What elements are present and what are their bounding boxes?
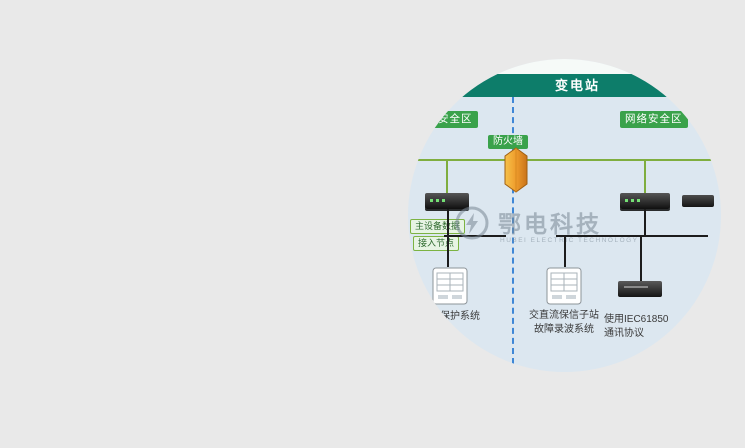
device-label-middle-line1: 交直流保信子站 <box>529 310 599 321</box>
green-backbone-line <box>408 159 721 161</box>
watermark-subtitle: HUBEI ELECTRIC TECHNOLOGY <box>500 237 639 244</box>
partial-device-edge <box>682 195 714 207</box>
firewall-icon <box>503 147 529 198</box>
substation-title: 变电站 <box>554 78 600 93</box>
black-bus-left <box>444 235 506 237</box>
diagram-circle: 变电站 网络安全区 网络安全区 防火墙 <box>408 59 721 372</box>
device-label-right-line2: 通讯协议 <box>604 328 644 339</box>
circle-top-cap <box>408 59 721 74</box>
green-drop-right <box>644 161 646 193</box>
protection-relay-icon-middle <box>546 267 582 310</box>
security-zone-divider-dashed-line <box>512 97 514 364</box>
device-label-middle-line2: 故障录波系统 <box>534 324 594 335</box>
switch-leds <box>625 199 628 202</box>
black-line-left-vertical <box>447 209 449 267</box>
network-switch-icon-left <box>425 193 469 209</box>
zone-label-right: 网络安全区 <box>620 111 688 128</box>
access-node-label-line2: 接入节点 <box>413 236 460 251</box>
zone-label-left: 网络安全区 <box>410 111 478 128</box>
network-switch-icon-right <box>620 193 670 209</box>
device-label-left: 继电保护系统 <box>420 311 480 322</box>
black-drop-server <box>640 235 642 281</box>
server-slot <box>624 286 648 288</box>
device-label-right-line1: 使用IEC61850 <box>604 314 669 325</box>
black-bus-right <box>556 235 708 237</box>
black-line-right-vertical <box>644 209 646 236</box>
substation-banner: 变电站 <box>408 74 721 97</box>
black-drop-middle-device <box>564 235 566 267</box>
switch-leds <box>430 199 433 202</box>
rack-server-icon <box>618 281 662 297</box>
access-node-label-line1: 主设备数据 <box>410 219 466 234</box>
watermark: 鄂电科技 HUBEI ELECTRIC TECHNOLOGY <box>454 203 684 263</box>
green-drop-left <box>446 161 448 193</box>
protection-relay-icon-left <box>432 267 468 310</box>
firewall-label: 防火墙 <box>488 135 528 149</box>
